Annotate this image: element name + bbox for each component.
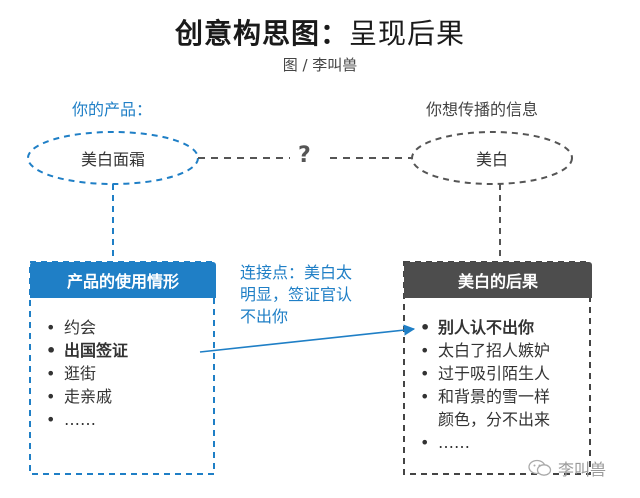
list-item: 过于吸引陌生人 xyxy=(418,362,550,385)
watermark: 李叫兽 xyxy=(528,456,606,480)
list-item: 逛街 xyxy=(44,362,128,385)
list-item: 和背景的雪一样 xyxy=(418,385,550,408)
list-item: 别人认不出你 xyxy=(418,316,550,339)
list-item: …… xyxy=(418,431,550,454)
list-item: 颜色，分不出来 xyxy=(438,410,551,429)
wechat-icon xyxy=(528,459,552,476)
list-item: 走亲戚 xyxy=(44,385,128,408)
left-ellipse-text: 美白面霜 xyxy=(80,150,145,169)
left-box-header: 产品的使用情形 xyxy=(30,262,216,298)
connector-arrow xyxy=(199,324,416,353)
right-ellipse-text: 美白 xyxy=(475,150,508,169)
list-item: …… xyxy=(44,408,128,431)
byline: 图 / 李叫兽 xyxy=(282,56,358,74)
right-label: 你想传播的信息 xyxy=(426,100,539,119)
list-item: 出国签证 xyxy=(44,339,128,362)
title-sub: 呈现后果 xyxy=(349,17,466,50)
title-main: 创意构思图： xyxy=(174,17,349,50)
page-title: 创意构思图：呈现后果 xyxy=(0,12,640,52)
list-item: 约会 xyxy=(44,316,128,339)
left-label: 你的产品： xyxy=(72,100,153,119)
connector-label-line: 连接点：美白太 xyxy=(240,263,353,282)
connector-label-line: 明显，签证官认 xyxy=(240,285,353,304)
question-mark: ? xyxy=(298,143,311,168)
watermark-text: 李叫兽 xyxy=(558,460,607,479)
left-usage-list: 约会出国签证逛街走亲戚…… xyxy=(44,316,128,431)
right-consequence-list: 别人认不出你太白了招人嫉妒过于吸引陌生人和背景的雪一样颜色，分不出来 …… xyxy=(418,316,550,454)
list-item: 太白了招人嫉妒 xyxy=(418,339,550,362)
connector-label: 连接点：美白太 明显，签证官认 不出你 xyxy=(240,262,352,328)
right-box-header: 美白的后果 xyxy=(404,262,592,298)
connector-label-line: 不出你 xyxy=(240,307,289,326)
